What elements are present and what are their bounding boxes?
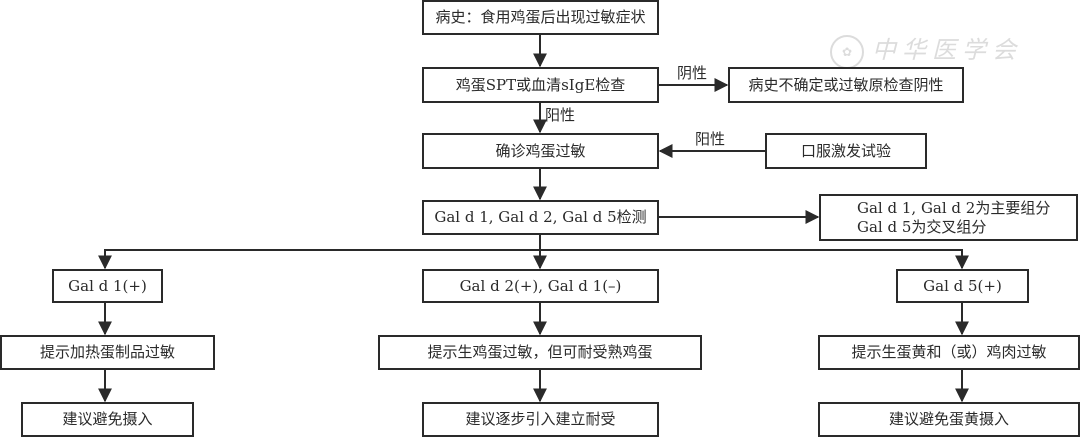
node-allergy-test-text: 鸡蛋SPT或血清sIgE检查: [455, 75, 626, 94]
node-confirmed-egg-allergy: 确诊鸡蛋过敏: [422, 133, 659, 169]
node-confirmed-text: 确诊鸡蛋过敏: [495, 141, 586, 160]
node-oral-food-challenge: 口服激发试验: [765, 133, 927, 169]
node-hint-yolk-chicken: 提示生蛋黄和（或）鸡肉过敏: [818, 335, 1080, 370]
watermark: ✿中华医学会: [830, 30, 1022, 69]
node-branch3-text: Gal d 5(+): [923, 276, 1002, 295]
node-component-test: Gal d 1, Gal d 2, Gal d 5检测: [422, 200, 659, 235]
node-advice3-text: 建议避免蛋黄摄入: [888, 410, 1009, 429]
edge-label-negative: 阴性: [677, 64, 708, 82]
node-advice1-text: 建议避免摄入: [62, 410, 153, 429]
node-branch-gal-d5: Gal d 5(+): [896, 269, 1029, 303]
node-hint-raw-egg: 提示生鸡蛋过敏，但可耐受熟鸡蛋: [378, 335, 702, 370]
node-branch-gal-d2: Gal d 2(+), Gal d 1(–): [422, 269, 659, 303]
node-branch-gal-d1: Gal d 1(+): [52, 269, 163, 303]
node-hint3-text: 提示生蛋黄和（或）鸡肉过敏: [851, 343, 1047, 362]
node-advice-avoid: 建议避免摄入: [21, 402, 194, 437]
node-allergy-test: 鸡蛋SPT或血清sIgE检查: [422, 67, 659, 103]
node-branch2-text: Gal d 2(+), Gal d 1(–): [459, 276, 622, 295]
note-line-1: Gal d 1, Gal d 2为主要组分: [857, 198, 1051, 217]
node-uncertain-or-negative: 病史不确定或过敏原检查阴性: [728, 67, 964, 103]
node-branch1-text: Gal d 1(+): [68, 276, 147, 295]
node-hint-heated-egg: 提示加热蛋制品过敏: [0, 335, 215, 370]
node-advice2-text: 建议逐步引入建立耐受: [465, 410, 616, 429]
note-line-2: Gal d 5为交叉组分: [857, 217, 987, 236]
node-advice-avoid-yolk: 建议避免蛋黄摄入: [818, 402, 1080, 437]
node-history-text: 病史：食用鸡蛋后出现过敏症状: [435, 8, 646, 27]
edge-split-bar: [104, 249, 963, 268]
watermark-text: 中华医学会: [872, 36, 1022, 64]
node-advice-gradual-introduction: 建议逐步引入建立耐受: [422, 402, 659, 437]
node-history: 病史：食用鸡蛋后出现过敏症状: [422, 0, 659, 35]
edge-label-positive-test: 阳性: [545, 106, 576, 124]
node-ofc-text: 口服激发试验: [800, 141, 891, 160]
node-hint1-text: 提示加热蛋制品过敏: [39, 343, 175, 362]
node-uncertain-text: 病史不确定或过敏原检查阴性: [748, 75, 944, 94]
node-hint2-text: 提示生鸡蛋过敏，但可耐受熟鸡蛋: [427, 343, 653, 362]
node-component-text: Gal d 1, Gal d 2, Gal d 5检测: [434, 208, 647, 227]
node-component-note: Gal d 1, Gal d 2为主要组分 Gal d 5为交叉组分: [819, 194, 1078, 241]
edge-label-positive-ofc: 阳性: [695, 130, 726, 148]
